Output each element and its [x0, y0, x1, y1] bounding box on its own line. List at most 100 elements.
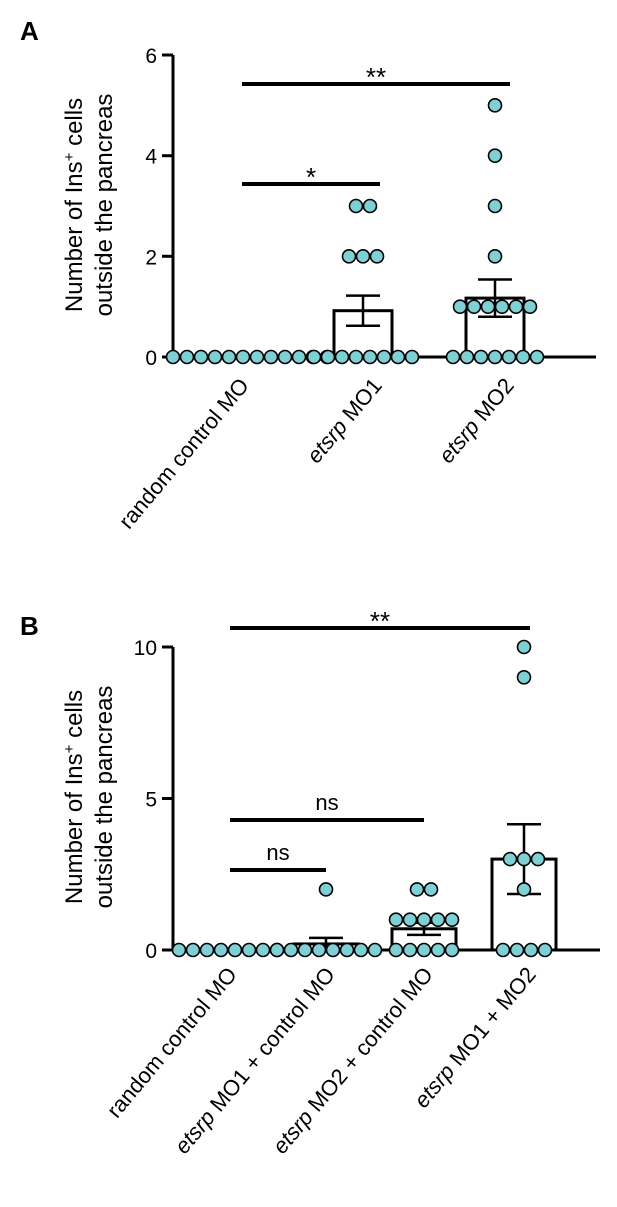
panel-b-point-1-4: [325, 942, 341, 958]
panel-b-ylabel-line2: outside the pancreas: [91, 686, 118, 909]
panel-b-point-3-6: [516, 851, 532, 867]
panel-b-bars: [292, 823, 558, 952]
panel-a-point-1-12: [362, 198, 378, 214]
panel-a: A Number of Ins+ cells outside the pancr…: [20, 16, 596, 533]
panel-a-ytick-label-2: 2: [145, 246, 157, 269]
panel-a-bars: [332, 278, 526, 359]
panel-b-category-labels: random control MO etsrp MO1 + control MO…: [102, 962, 541, 1158]
panel-a-point-1-11: [348, 198, 364, 214]
panel-a-point-1-9: [355, 249, 371, 264]
panel-a-point-2-5: [515, 349, 531, 365]
panel-b-point-0-0: [171, 942, 187, 958]
panel-a-point-0-5: [235, 349, 251, 365]
panel-b-point-3-2: [523, 942, 539, 958]
panel-b-point-3-1: [509, 942, 525, 958]
panel-a-cat-label-2: etsrp MO2: [434, 373, 519, 468]
panel-a-point-1-5: [376, 349, 392, 365]
panel-a-point-2-16: [487, 98, 503, 113]
panel-b-point-0-4: [227, 942, 243, 958]
panel-a-ylabel-line1: Number of Ins+ cells: [61, 98, 89, 312]
panel-a-point-1-3: [348, 349, 364, 365]
panel-a-point-2-6: [529, 349, 545, 365]
panel-b-point-3-5: [502, 851, 518, 867]
panel-a-point-0-8: [277, 349, 293, 365]
panel-a-ylabel-line2: outside the pancreas: [91, 94, 118, 317]
panel-a-point-2-3: [487, 349, 503, 365]
panel-a-point-2-12: [522, 299, 538, 314]
panel-b-sig-label-2: ns: [266, 840, 289, 865]
panel-a-point-1-1: [320, 349, 336, 365]
panel-a-ytick-label-4: 4: [145, 146, 157, 169]
panel-b-point-2-5: [388, 912, 404, 928]
panel-b-point-2-4: [444, 942, 460, 958]
panel-b-point-3-3: [537, 942, 553, 958]
panel-b-cat-label-1: etsrp MO1 + control MO: [169, 962, 339, 1158]
panel-b-point-2-7: [416, 912, 432, 928]
panel-a-significance: ***: [242, 62, 510, 192]
panel-b-point-2-11: [423, 882, 439, 897]
panel-b-point-2-8: [430, 912, 446, 928]
panel-a-point-2-11: [508, 299, 524, 314]
panel-a-point-2-15: [487, 148, 503, 163]
panel-a-point-2-0: [445, 349, 461, 365]
panel-a-point-1-7: [404, 349, 420, 365]
panel-a-point-1-4: [362, 349, 378, 365]
panel-b-y-ticks: 10 5 0: [134, 637, 173, 963]
panel-b-point-3-4: [516, 882, 532, 897]
panel-a-cat-label-1: etsrp MO1: [302, 373, 387, 468]
panel-a-point-2-14: [487, 198, 503, 214]
panel-a-point-2-10: [494, 299, 510, 314]
panel-b-point-1-1: [283, 942, 299, 958]
panel-a-sig-label-0: *: [306, 162, 316, 192]
panel-a-point-1-0: [306, 349, 322, 365]
panel-b-point-2-10: [409, 882, 425, 897]
panel-b-point-3-0: [495, 942, 511, 958]
panel-b-point-1-2: [297, 942, 313, 958]
panel-a-point-0-6: [249, 349, 265, 365]
panel-a-point-2-7: [452, 299, 468, 314]
panel-b-point-0-1: [185, 942, 201, 958]
panel-a-point-2-2: [473, 349, 489, 365]
panel-b-point-1-5: [339, 942, 355, 958]
panel-a-point-0-4: [221, 349, 237, 365]
panel-b-ytick-label-0: 0: [145, 940, 157, 963]
panel-a-points: [165, 98, 545, 365]
panel-a-ytick-label-6: 6: [145, 45, 157, 68]
panel-b-point-2-6: [402, 912, 418, 928]
panel-a-y-ticks: 6 4 2 0: [145, 45, 173, 370]
panel-letter-b: B: [20, 611, 39, 641]
panel-a-point-0-9: [291, 349, 307, 365]
panel-b-ytick-label-5: 5: [145, 789, 157, 812]
panel-a-point-2-13: [487, 249, 503, 264]
panel-a-ytick-label-0: 0: [145, 347, 157, 370]
panel-b-point-3-9: [516, 639, 532, 655]
panel-a-cat-label-0: random control MO: [114, 373, 254, 533]
panel-b-point-1-7: [367, 942, 383, 958]
panel-a-point-0-2: [193, 349, 209, 365]
panel-a-point-0-0: [165, 349, 181, 365]
panel-a-point-0-1: [179, 349, 195, 365]
panel-b-point-2-9: [444, 912, 460, 928]
panel-b-ytick-label-10: 10: [134, 637, 157, 660]
panel-b-point-0-2: [199, 942, 215, 958]
panel-b-points: [171, 639, 553, 958]
panel-b-point-0-5: [241, 942, 257, 958]
panel-b-point-0-3: [213, 942, 229, 958]
panel-b-ylabel-line1: Number of Ins+ cells: [61, 690, 89, 904]
panel-a-point-2-9: [480, 299, 496, 314]
panel-b-point-2-0: [388, 942, 404, 958]
panel-b: B Number of Ins+ cells outside the pancr…: [20, 606, 600, 1159]
panel-a-ylabel: Number of Ins+ cells outside the pancrea…: [61, 94, 119, 317]
panel-a-point-1-6: [390, 349, 406, 365]
panel-b-point-1-6: [353, 942, 369, 958]
panel-b-point-0-6: [255, 942, 271, 958]
panel-b-point-1-8: [318, 882, 334, 897]
panel-b-point-1-0: [269, 942, 285, 958]
panel-b-point-2-2: [416, 942, 432, 958]
panel-a-point-0-3: [207, 349, 223, 365]
panel-b-cat-label-2: etsrp MO2 + control MO: [267, 962, 437, 1158]
panel-a-point-1-10: [369, 249, 385, 264]
panel-b-point-1-3: [311, 942, 327, 958]
